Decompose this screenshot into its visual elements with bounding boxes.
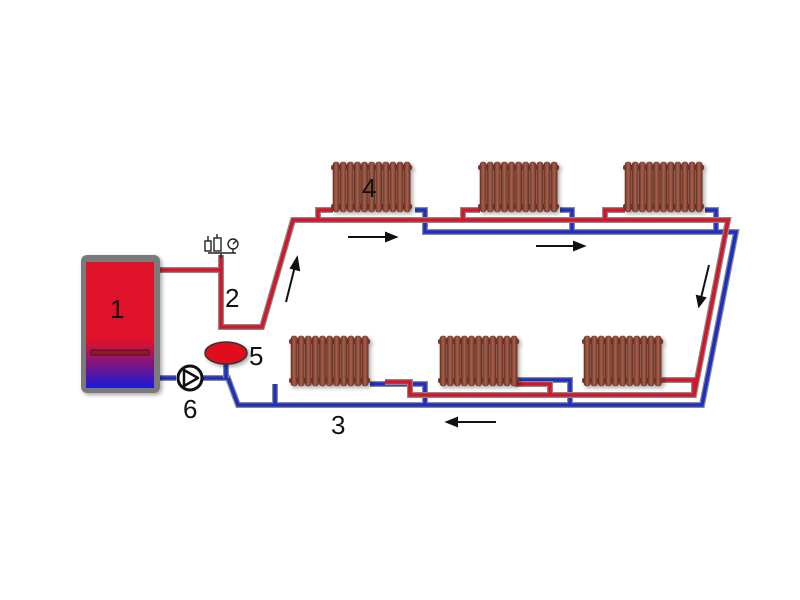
flow-arrow	[536, 240, 587, 252]
label-supply-riser: 2	[225, 283, 239, 313]
component-labels: 1 2 3 4 5 6	[110, 173, 376, 440]
radiator	[582, 335, 664, 387]
label-pump: 6	[183, 394, 197, 424]
flow-arrow	[444, 416, 496, 428]
label-radiator: 4	[362, 173, 376, 203]
radiator	[289, 335, 371, 387]
radiators	[289, 161, 705, 387]
label-expansion-tank: 5	[249, 341, 263, 371]
flow-arrows	[285, 231, 710, 428]
radiator	[478, 161, 560, 213]
supply-pipes	[160, 207, 732, 398]
expansion-tank	[204, 341, 248, 378]
label-return-line: 3	[331, 410, 345, 440]
radiator	[331, 161, 413, 213]
radiator	[623, 161, 705, 213]
radiator	[438, 335, 520, 387]
label-boiler: 1	[110, 294, 124, 324]
safety-group-icon	[204, 234, 239, 258]
circulation-pump-icon	[176, 364, 204, 392]
boiler	[81, 255, 160, 393]
flow-arrow	[348, 231, 399, 243]
flow-arrow	[285, 255, 301, 303]
flow-arrow	[695, 264, 710, 309]
